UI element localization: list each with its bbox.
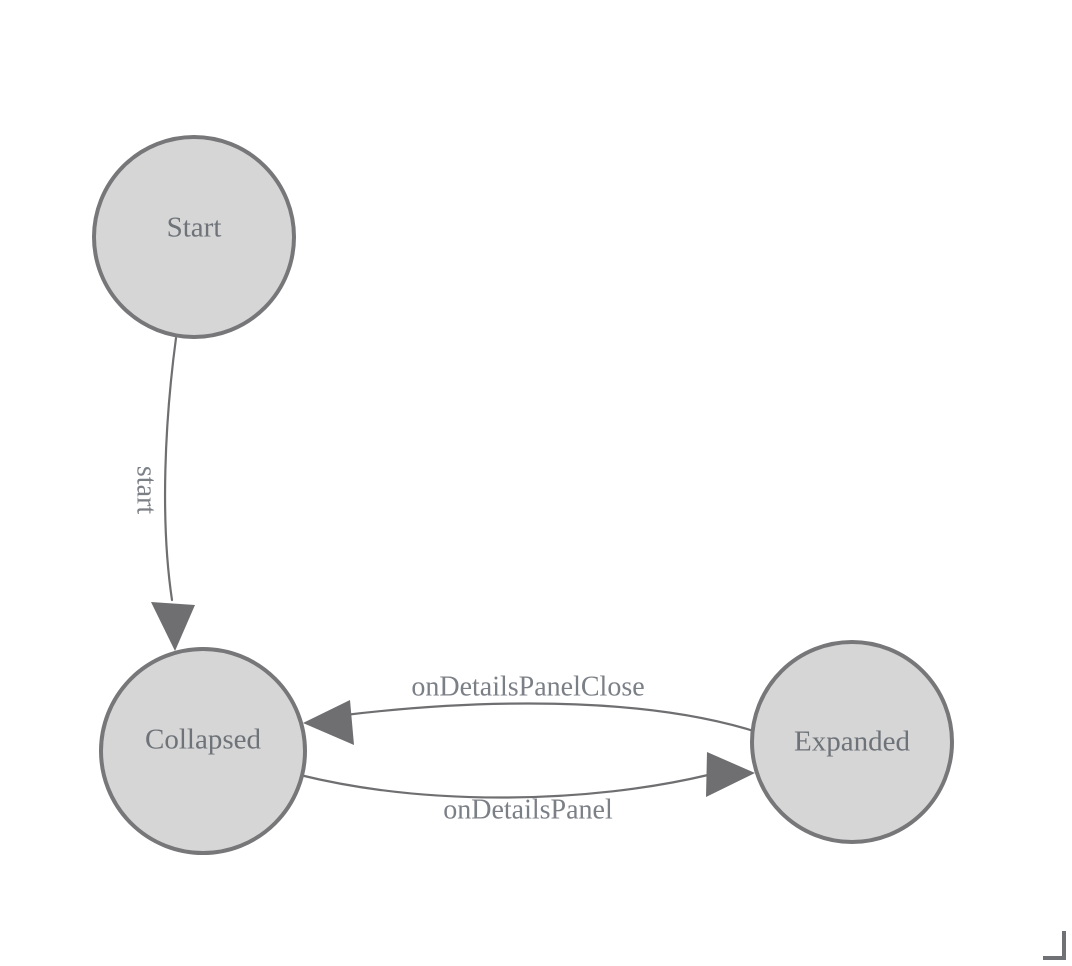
edge-label-start: start — [131, 466, 162, 514]
edge-start-to-collapsed[interactable] — [151, 336, 195, 651]
node-collapsed[interactable]: Collapsed — [99, 647, 307, 855]
node-label-expanded: Expanded — [794, 726, 910, 758]
node-label-start: Start — [167, 212, 222, 244]
edge-path-start-to-collapsed — [163, 336, 178, 602]
node-circle-collapsed — [99, 647, 307, 855]
edge-label-on-details-panel: onDetailsPanel — [443, 794, 613, 825]
node-circle-start — [92, 135, 296, 339]
edge-expanded-to-collapsed[interactable] — [303, 700, 762, 745]
edge-collapsed-to-expanded[interactable] — [298, 752, 755, 799]
arrow-head-into-expanded — [706, 752, 755, 797]
node-circle-expanded — [750, 640, 954, 844]
arrow-head-into-collapsed-left — [303, 700, 354, 745]
edge-path-collapsed-to-expanded — [298, 773, 710, 799]
node-start[interactable]: Start — [92, 135, 296, 339]
edge-path-expanded-to-collapsed — [343, 702, 762, 735]
corner-mark-path — [1043, 931, 1066, 960]
edge-label-on-details-panel-close: onDetailsPanelClose — [411, 671, 644, 702]
arrow-head-into-collapsed — [151, 602, 195, 651]
canvas-corner-mark[interactable] — [1043, 931, 1066, 960]
node-label-collapsed: Collapsed — [145, 724, 261, 756]
node-expanded[interactable]: Expanded — [750, 640, 954, 844]
